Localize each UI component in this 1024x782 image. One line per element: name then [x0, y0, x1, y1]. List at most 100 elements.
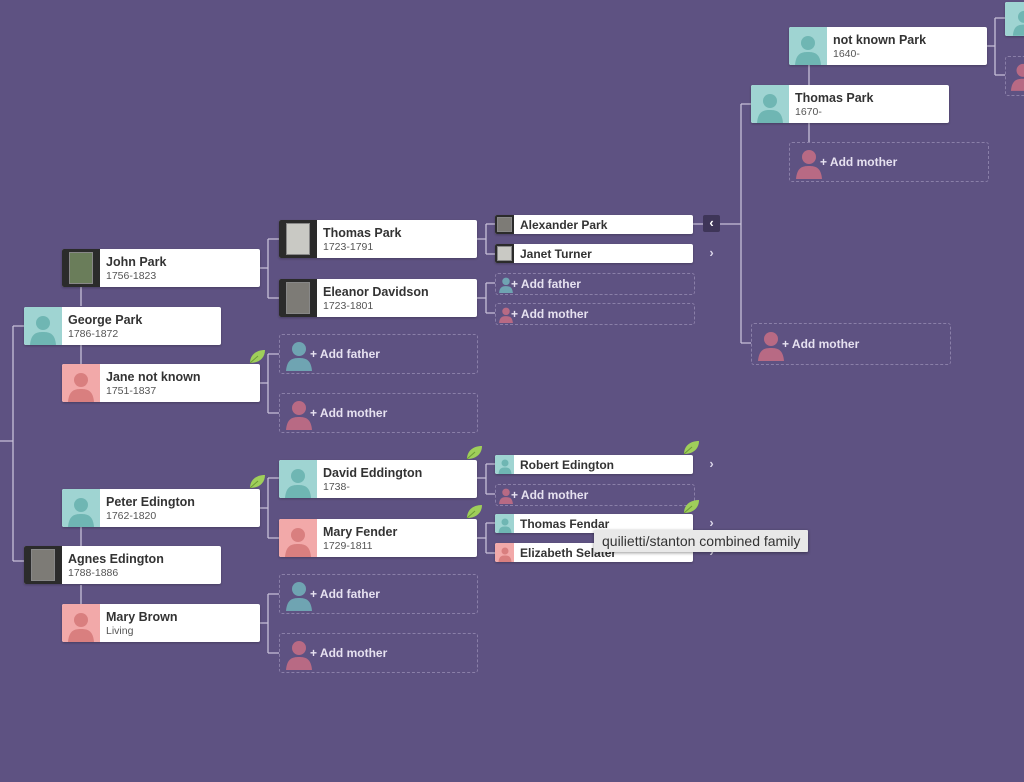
expand-chevron-right-icon[interactable]: ›	[709, 245, 714, 260]
add-mother-button[interactable]: + Add mother	[495, 303, 695, 325]
person-dates: 1723-1801	[323, 300, 374, 312]
collapse-chevron-left-icon[interactable]: ‹	[703, 215, 720, 232]
person-dates: 1640-	[833, 48, 860, 60]
add-father-button[interactable]: + Add father	[495, 273, 695, 295]
person-dates: 1751-1837	[106, 385, 157, 397]
person-name: Alexander Park	[520, 218, 608, 232]
person-card-elizabeth-selater[interactable]: Elizabeth Selater	[495, 543, 693, 562]
person-name: Robert Edington	[520, 458, 614, 472]
male-silhouette-icon	[495, 514, 514, 533]
male-silhouette-icon	[498, 276, 514, 298]
person-name: David Eddington	[323, 466, 423, 480]
male-silhouette-icon	[24, 307, 62, 345]
person-card-robert-edington[interactable]: Robert Edington	[495, 455, 693, 474]
person-card-mary-fender[interactable]: Mary Fender 1729-1811	[279, 519, 477, 557]
person-photo	[62, 249, 100, 287]
male-silhouette-icon	[751, 85, 789, 123]
person-card-thomas-park-1670[interactable]: Thomas Park 1670-	[751, 85, 949, 123]
person-photo	[495, 215, 514, 234]
hint-leaf-icon[interactable]	[465, 445, 483, 461]
add-mother-label: Add mother	[520, 307, 589, 321]
male-silhouette-icon	[284, 579, 314, 616]
person-dates: 1756-1823	[106, 270, 157, 282]
hint-leaf-icon[interactable]	[248, 349, 266, 365]
person-dates: 1723-1791	[323, 241, 374, 253]
tree-name-tooltip: quilietti/stanton combined family	[594, 530, 809, 552]
female-silhouette-icon	[62, 364, 100, 402]
person-card-thomas-park-1723[interactable]: Thomas Park 1723-1791	[279, 220, 477, 258]
female-silhouette-icon	[1010, 61, 1024, 96]
person-name: Eleanor Davidson	[323, 285, 429, 299]
expand-chevron-right-icon[interactable]: ›	[709, 515, 714, 530]
hint-leaf-icon[interactable]	[682, 499, 700, 515]
person-card-thomas-fendar[interactable]: Thomas Fendar	[495, 514, 693, 533]
person-card-george-park[interactable]: George Park 1786-1872	[24, 307, 221, 345]
person-dates: 1788-1886	[68, 567, 119, 579]
person-name: Mary Brown	[106, 610, 178, 624]
person-photo	[495, 244, 514, 263]
add-mother-button[interactable]: + Add mother	[751, 323, 951, 365]
add-mother-label: Add mother	[319, 406, 388, 420]
person-name: Jane not known	[106, 370, 201, 384]
add-mother-button[interactable]: + Add mother	[789, 142, 989, 182]
male-silhouette-icon	[1005, 2, 1024, 36]
add-mother-label: Add mother	[829, 155, 898, 169]
person-dates: 1786-1872	[68, 328, 119, 340]
male-silhouette-icon	[62, 489, 100, 527]
person-dates: 1738-	[323, 481, 350, 493]
add-mother-button[interactable]: + Add mother	[495, 484, 695, 506]
person-name: Elizabeth Selater	[520, 546, 617, 560]
person-dates: 1729-1811	[323, 540, 373, 552]
female-silhouette-icon	[284, 398, 314, 435]
add-mother-button[interactable]: + Add mother	[279, 633, 478, 673]
add-father-button[interactable]: + Add father	[279, 574, 478, 614]
add-mother-button[interactable]: + Add mother	[279, 393, 478, 433]
person-photo	[279, 220, 317, 258]
person-card-not-known-park[interactable]: not known Park 1640-	[789, 27, 987, 65]
female-silhouette-icon	[794, 147, 824, 184]
person-card-janet-turner[interactable]: Janet Turner	[495, 244, 693, 263]
person-name: Mary Fender	[323, 525, 398, 539]
person-dates: 1670-	[795, 106, 822, 118]
person-photo	[279, 279, 317, 317]
add-mother-label: Add mother	[319, 646, 388, 660]
female-silhouette-icon	[279, 519, 317, 557]
person-card-alexander-park[interactable]: Alexander Park	[495, 215, 693, 234]
add-father-label: Add father	[520, 277, 581, 291]
person-dates: 1762-1820	[106, 510, 157, 522]
person-name: Thomas Park	[795, 91, 874, 105]
male-silhouette-icon	[495, 455, 514, 474]
person-name: John Park	[106, 255, 167, 269]
person-card-eleanor-davidson[interactable]: Eleanor Davidson 1723-1801	[279, 279, 477, 317]
person-card-david-eddington[interactable]: David Eddington 1738-	[279, 460, 477, 498]
person-card-peter-edington[interactable]: Peter Edington 1762-1820	[62, 489, 260, 527]
person-name: Thomas Fendar	[520, 517, 610, 531]
female-silhouette-icon	[498, 487, 514, 509]
person-card-offscreen[interactable]	[1005, 2, 1024, 36]
person-name: Thomas Park	[323, 226, 402, 240]
person-name: not known Park	[833, 33, 927, 47]
hint-leaf-icon[interactable]	[248, 474, 266, 490]
person-name: Peter Edington	[106, 495, 195, 509]
expand-chevron-right-icon[interactable]: ›	[709, 456, 714, 471]
female-silhouette-icon	[495, 543, 514, 562]
person-name: Agnes Edington	[68, 552, 164, 566]
add-mother-label: Add mother	[520, 488, 589, 502]
add-mother-button-offscreen[interactable]	[1005, 56, 1024, 96]
person-dates: Living	[106, 625, 134, 637]
hint-leaf-icon[interactable]	[465, 504, 483, 520]
female-silhouette-icon	[284, 638, 314, 675]
person-card-jane-not-known[interactable]: Jane not known 1751-1837	[62, 364, 260, 402]
female-silhouette-icon	[498, 306, 514, 328]
add-father-button[interactable]: + Add father	[279, 334, 478, 374]
add-father-label: Add father	[319, 587, 380, 601]
person-card-john-park[interactable]: John Park 1756-1823	[62, 249, 260, 287]
add-mother-label: Add mother	[791, 337, 860, 351]
male-silhouette-icon	[279, 460, 317, 498]
person-card-agnes-edington[interactable]: Agnes Edington 1788-1886	[24, 546, 221, 584]
add-father-label: Add father	[319, 347, 380, 361]
person-name: Janet Turner	[520, 247, 592, 261]
person-card-mary-brown[interactable]: Mary Brown Living	[62, 604, 260, 642]
hint-leaf-icon[interactable]	[682, 440, 700, 456]
